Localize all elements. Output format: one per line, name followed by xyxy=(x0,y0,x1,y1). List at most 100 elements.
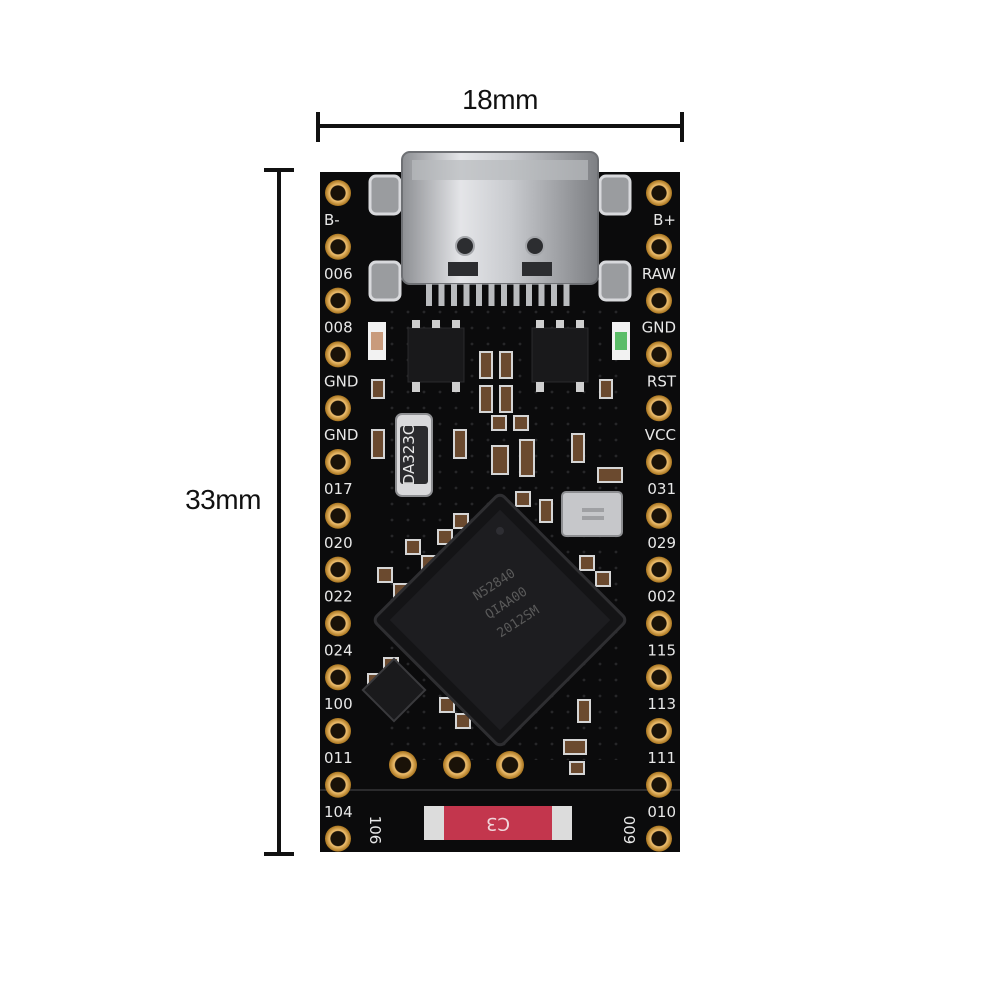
left-pin-label: 024 xyxy=(324,641,353,659)
smd-component xyxy=(513,415,529,431)
usb-c-connector xyxy=(368,151,632,306)
led-right xyxy=(612,322,630,360)
smd-component xyxy=(499,351,513,379)
height-dimension-label: 33mm xyxy=(185,484,261,515)
usb-contact-pin xyxy=(438,284,445,306)
left-pin-pad xyxy=(325,395,351,422)
smd-component xyxy=(371,429,385,459)
usb-contact-pin xyxy=(488,284,495,306)
smd-component xyxy=(405,539,421,555)
left-pin-label: 104 xyxy=(324,803,353,821)
left-pin-label: 017 xyxy=(324,480,353,498)
bottom-right-label: 009 xyxy=(620,816,638,845)
smd-component xyxy=(453,513,469,529)
smd-component xyxy=(479,385,493,413)
smd-component xyxy=(519,439,535,477)
regulator-chips xyxy=(407,320,589,392)
left-pin-label: 022 xyxy=(324,588,353,606)
bottom-left-label: 106 xyxy=(366,816,384,845)
usb-contact-pin xyxy=(426,284,432,306)
left-pin-pad xyxy=(325,180,351,206)
left-pin-label: 020 xyxy=(324,534,353,552)
left-pin-label: 011 xyxy=(324,749,353,767)
right-pin-pad xyxy=(646,718,672,744)
right-pin-label: 115 xyxy=(647,641,676,659)
smd-component xyxy=(579,555,595,571)
right-pin-pad xyxy=(646,502,672,529)
bottom-swd-pads xyxy=(389,751,524,779)
width-dimension-line xyxy=(316,112,684,142)
left-pin-label: 008 xyxy=(324,319,353,337)
right-pin-pad xyxy=(646,180,672,206)
left-pin-pad xyxy=(325,502,351,529)
right-pin-pad xyxy=(646,341,672,368)
usb-contact-pin xyxy=(463,284,470,306)
right-pin-pad xyxy=(646,395,672,422)
left-pin-pad xyxy=(325,664,351,691)
right-pin-pad xyxy=(646,771,672,798)
left-pin-pad xyxy=(325,341,351,368)
smd-component xyxy=(597,467,623,483)
crystal-label: DA323C xyxy=(400,425,418,486)
usb-contact-pin xyxy=(451,284,457,306)
right-pin-pad xyxy=(646,610,672,637)
smd-component xyxy=(491,445,509,475)
left-pin-pad xyxy=(325,610,351,637)
smd-component xyxy=(515,491,531,507)
left-pin-label: 006 xyxy=(324,265,353,283)
swd-pad xyxy=(389,751,417,779)
usb-contact-pin xyxy=(563,284,570,306)
crystal-oscillator: DA323C xyxy=(395,413,433,497)
usb-contact-pin xyxy=(526,284,532,306)
right-pin-pad xyxy=(646,556,672,583)
smd-component xyxy=(563,739,587,755)
left-pin-label: B- xyxy=(324,211,340,229)
right-pin-pad xyxy=(646,287,672,314)
left-pin-pad xyxy=(325,556,351,583)
usb-contact-pin xyxy=(501,284,507,306)
fuse-label: C3 xyxy=(486,813,510,834)
smd-component xyxy=(539,499,553,523)
left-pin-label: 100 xyxy=(324,695,353,713)
height-dimension-line xyxy=(264,168,294,856)
smd-component xyxy=(453,429,467,459)
smd-component xyxy=(599,379,613,399)
right-pin-label: 113 xyxy=(647,695,676,713)
swd-pad xyxy=(443,751,471,779)
right-pin-pad xyxy=(646,664,672,691)
smd-component xyxy=(577,699,591,723)
led-left xyxy=(368,322,386,360)
smd-component xyxy=(479,351,493,379)
left-pin-pad xyxy=(325,233,351,260)
usb-contact-pin xyxy=(538,284,545,306)
left-pin-pad xyxy=(325,825,351,852)
smd-component xyxy=(439,697,455,713)
left-pin-label: GND xyxy=(324,372,358,390)
width-dimension-label: 18mm xyxy=(462,84,538,115)
nrf52840-main-chip xyxy=(373,493,627,747)
left-pin-pad xyxy=(325,771,351,798)
smd-component xyxy=(437,529,453,545)
usb-contact-pin xyxy=(513,284,520,306)
left-pin-label: GND xyxy=(324,426,358,444)
right-pin-pad xyxy=(646,825,672,852)
smd-component xyxy=(569,761,585,775)
right-pin-pad xyxy=(646,449,672,475)
right-pin-pad xyxy=(646,233,672,260)
right-pin-label: 002 xyxy=(647,588,676,606)
right-pin-label: 010 xyxy=(647,803,676,821)
smd-component xyxy=(455,713,471,729)
smd-component xyxy=(491,415,507,431)
right-pin-header xyxy=(646,180,672,852)
swd-pad xyxy=(496,751,524,779)
lower-small-chip xyxy=(361,657,427,723)
right-pin-label: 031 xyxy=(647,480,676,498)
left-pin-header xyxy=(325,180,351,852)
left-pin-pad xyxy=(325,287,351,314)
smd-component xyxy=(571,433,585,463)
fuse-component: C3 xyxy=(424,806,572,840)
smd-component xyxy=(377,567,393,583)
